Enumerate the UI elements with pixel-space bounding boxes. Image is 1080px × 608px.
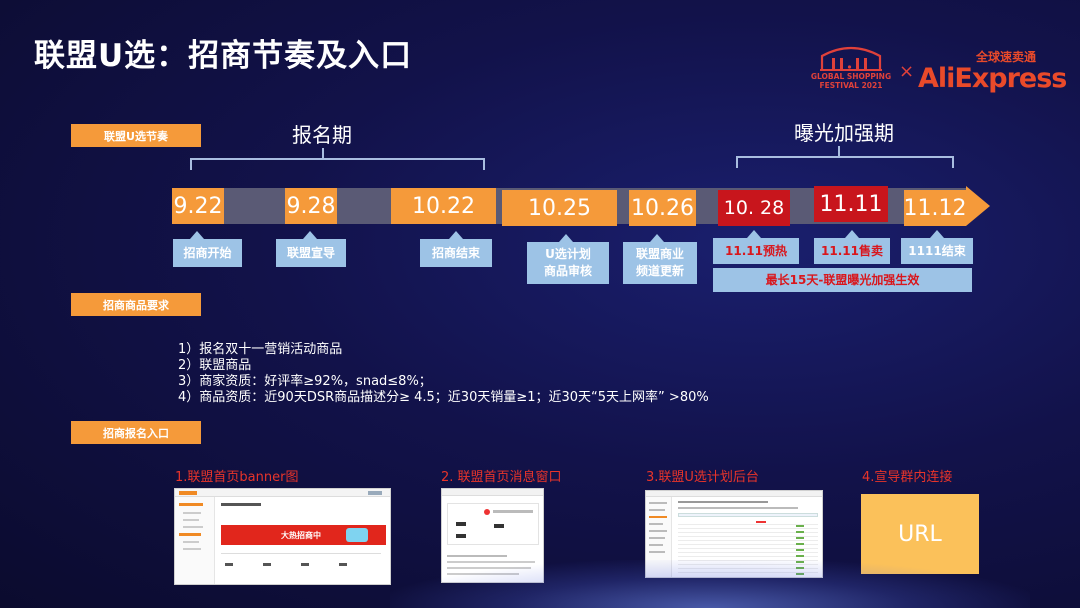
requirements-list: 1）报名双十一营销活动商品 2）联盟商品 3）商家资质：好评率≥92%，snad… xyxy=(178,342,709,406)
label-pointer xyxy=(449,231,463,239)
thumb-sidebar xyxy=(175,497,215,584)
thumb-banner-graphic xyxy=(346,528,368,542)
thumb-user xyxy=(368,491,382,495)
slide-title: 联盟U选：招商节奏及入口 xyxy=(34,38,413,74)
banner-page-screenshot[interactable]: 大热招商中 xyxy=(174,488,391,585)
date-11-11: 11.11 xyxy=(814,186,888,222)
phase-exposure-brace-tick xyxy=(838,146,840,156)
entry-title-banner: 1.联盟首页banner图 xyxy=(175,470,299,485)
thumb-banner-text: 大热招商中 xyxy=(281,531,321,540)
phase-registration: 报名期 xyxy=(292,123,352,147)
label-recruit-start: 招商开始 xyxy=(173,239,242,267)
entry-title-group-link: 4.宣导群内连接 xyxy=(862,470,953,485)
entries-tag: 招商报名入口 xyxy=(71,421,201,444)
entry-title-message: 2. 联盟首页消息窗口 xyxy=(441,470,562,485)
date-10-26: 10.26 xyxy=(629,190,696,226)
label-pointer xyxy=(650,234,664,242)
date-9-28: 9.28 xyxy=(285,188,337,224)
date-10-22: 10.22 xyxy=(391,188,496,224)
aliexpress-cn-name: 全球速卖通 xyxy=(975,50,1036,64)
thumb-topbar xyxy=(175,489,390,497)
label-channel-update: 联盟商业 频道更新 xyxy=(623,242,697,284)
timeline-arrow xyxy=(966,186,990,226)
label-pointer xyxy=(930,230,944,238)
label-preheat: 11.11预热 xyxy=(713,238,799,264)
phase-exposure-brace xyxy=(736,156,954,168)
phase-registration-brace-tick xyxy=(322,148,324,158)
label-recruit-end: 招商结束 xyxy=(420,239,492,267)
exposure-period-note: 最长15天-联盟曝光加强生效 xyxy=(713,268,972,292)
thumb-heading xyxy=(221,503,261,506)
requirement-item: 2）联盟商品 xyxy=(178,358,252,373)
thumb-logo xyxy=(179,491,197,495)
label-product-review: U选计划 商品审核 xyxy=(527,242,609,284)
label-event-end: 1111结束 xyxy=(901,238,973,264)
gsf-line2: FESTIVAL 2021 xyxy=(819,81,883,90)
requirements-tag: 招商商品要求 xyxy=(71,293,201,316)
label-pointer xyxy=(845,230,859,238)
date-10-25: 10.25 xyxy=(502,190,617,226)
shopping-festival-icon xyxy=(820,46,882,71)
phase-exposure: 曝光加强期 xyxy=(794,121,894,145)
date-10-28: 10. 28 xyxy=(718,190,790,226)
thumb-alert-icon xyxy=(484,509,490,515)
requirement-item: 4）商品资质：近90天DSR商品描述分≥ 4.5；近30天销量≥1；近30天“5… xyxy=(178,390,709,405)
label-pointer xyxy=(747,230,761,238)
aliexpress-en-name: AliExpress xyxy=(918,63,1067,94)
label-pointer xyxy=(559,234,573,242)
aliexpress-logo: 全球速卖通 AliExpress xyxy=(918,50,1067,94)
logo-separator: × xyxy=(899,61,915,82)
gsf-line1: GLOBAL SHOPPING xyxy=(810,72,892,81)
thumb-table-header xyxy=(678,513,818,517)
thumb-message-card xyxy=(447,503,539,545)
timeline-tag: 联盟U选节奏 xyxy=(71,124,201,147)
date-11-12: 11.12 xyxy=(904,190,967,226)
label-alliance-promo: 联盟宣导 xyxy=(276,239,346,267)
stage-light-decoration xyxy=(390,560,1030,608)
thumb-banner[interactable]: 大热招商中 xyxy=(221,525,386,545)
date-9-22: 9.22 xyxy=(172,188,224,224)
entry-title-backend: 3.联盟U选计划后台 xyxy=(646,470,759,485)
label-pointer xyxy=(303,231,317,239)
requirement-item: 3）商家资质：好评率≥92%，snad≤8%； xyxy=(178,374,432,389)
label-pointer xyxy=(190,231,204,239)
requirement-item: 1）报名双十一营销活动商品 xyxy=(178,342,343,357)
global-shopping-festival-logo: GLOBAL SHOPPING FESTIVAL 2021 xyxy=(806,46,896,98)
label-sale: 11.11售卖 xyxy=(814,238,890,264)
phase-registration-brace xyxy=(190,158,485,170)
